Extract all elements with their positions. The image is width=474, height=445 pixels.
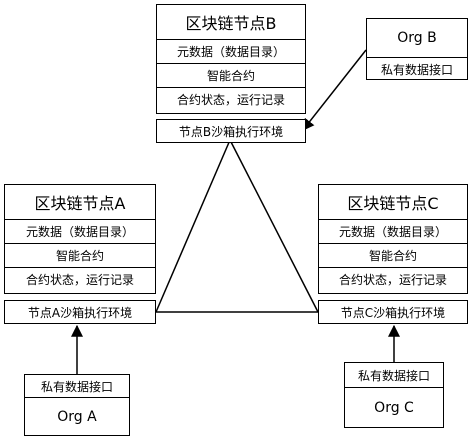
node-a-sandbox: 节点A沙箱执行环境 [4,300,156,324]
node-a-contract-state: 合约状态，运行记录 [5,267,155,291]
node-a-smart-contract: 智能合约 [5,243,155,267]
org-a-box: 私有数据接口 Org A [24,374,130,436]
org-c-private-data-interface: 私有数据接口 [357,368,430,383]
node-b-title: 区块链节点B [185,14,277,33]
node-b-sandbox: 节点B沙箱执行环境 [156,119,306,143]
arrow-orgb-to-nodeb [302,49,367,131]
org-b-name: Org B [397,30,437,46]
node-c-smart-contract: 智能合约 [319,243,467,267]
link-b-c [229,139,319,313]
link-b-a [155,139,231,313]
node-c-contract-state: 合约状态，运行记录 [319,267,467,291]
node-c-sandbox: 节点C沙箱执行环境 [318,300,468,324]
blockchain-node-a: 区块链节点A 元数据（数据目录） 智能合约 合约状态，运行记录 [4,184,156,294]
org-b-box: Org B 私有数据接口 [366,18,468,80]
node-b-smart-contract: 智能合约 [157,63,305,87]
node-c-title: 区块链节点C [347,194,439,213]
node-c-metadata: 元数据（数据目录） [319,219,467,243]
node-a-metadata: 元数据（数据目录） [5,219,155,243]
node-a-title: 区块链节点A [34,194,126,213]
blockchain-node-b: 区块链节点B 元数据（数据目录） 智能合约 合约状态，运行记录 [156,4,306,114]
org-b-private-data-interface: 私有数据接口 [367,57,467,80]
org-a-private-data-interface: 私有数据接口 [40,379,113,394]
org-c-box: 私有数据接口 Org C [344,362,444,428]
blockchain-node-c: 区块链节点C 元数据（数据目录） 智能合约 合约状态，运行记录 [318,184,468,294]
org-c-name: Org C [345,387,443,428]
org-a-name: Org A [25,397,129,436]
node-b-metadata: 元数据（数据目录） [157,39,305,63]
node-b-contract-state: 合约状态，运行记录 [157,87,305,111]
